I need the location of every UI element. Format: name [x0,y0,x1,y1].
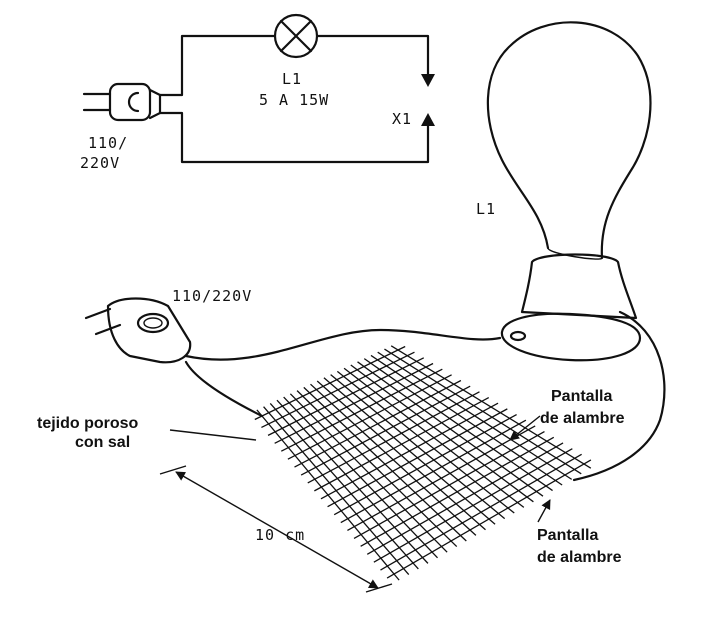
mesh-wire [360,436,555,547]
mesh-wire [340,419,527,524]
mesh-wire [386,459,592,579]
mesh-wire [333,413,517,516]
bulb-ref-label: L1 [476,200,496,218]
cloth-label-line2: con sal [75,434,130,451]
schematic-switch-ref: X1 [392,110,412,128]
mesh-wire [373,448,573,563]
cloth-label-line1: tejido poroso [37,415,139,432]
cables [184,310,666,482]
mains-plug [84,297,192,364]
screen-label-top-line1: Pantalla [551,388,612,405]
mesh-wire [370,354,563,486]
wire-mesh-screen [254,345,592,581]
mesh-wire [384,348,582,475]
plug-voltage-label: 110/220V [172,287,252,305]
screen-label-top-line2: de alambre [540,410,625,427]
schematic-plug-symbol [82,82,162,122]
schematic: L1 5 A 15W X1 110/ 220V [80,13,435,172]
mesh-wire [357,361,544,497]
callout-leaders [169,415,551,523]
screen-label-bottom-line1: Pantalla [537,527,598,544]
mesh-wire [330,374,506,520]
mesh-wire [377,351,573,480]
mesh-wire [350,364,534,503]
mesh-wire [390,345,592,469]
schematic-supply-line1: 110/ [88,134,128,152]
dimension-line [159,465,393,593]
lamp-socket [500,253,642,362]
light-bulb [486,21,652,260]
mesh-wire [380,453,582,571]
mesh-wire [347,425,536,532]
schematic-wires [158,34,430,164]
schematic-switch-contacts [421,74,435,126]
mesh-wire [336,370,515,514]
screen-label-bottom-line2: de alambre [537,549,622,566]
schematic-lamp-rating: 5 A 15W [259,91,329,109]
schematic-lamp-ref: L1 [282,70,302,88]
mesh-wire [353,431,545,539]
dimension-label: 10 cm [255,526,305,544]
schematic-lamp-symbol [273,13,319,59]
mesh-wire [343,367,525,508]
mesh-wire [363,358,553,492]
mesh-wire [366,442,564,555]
schematic-supply-line2: 220V [80,154,120,172]
